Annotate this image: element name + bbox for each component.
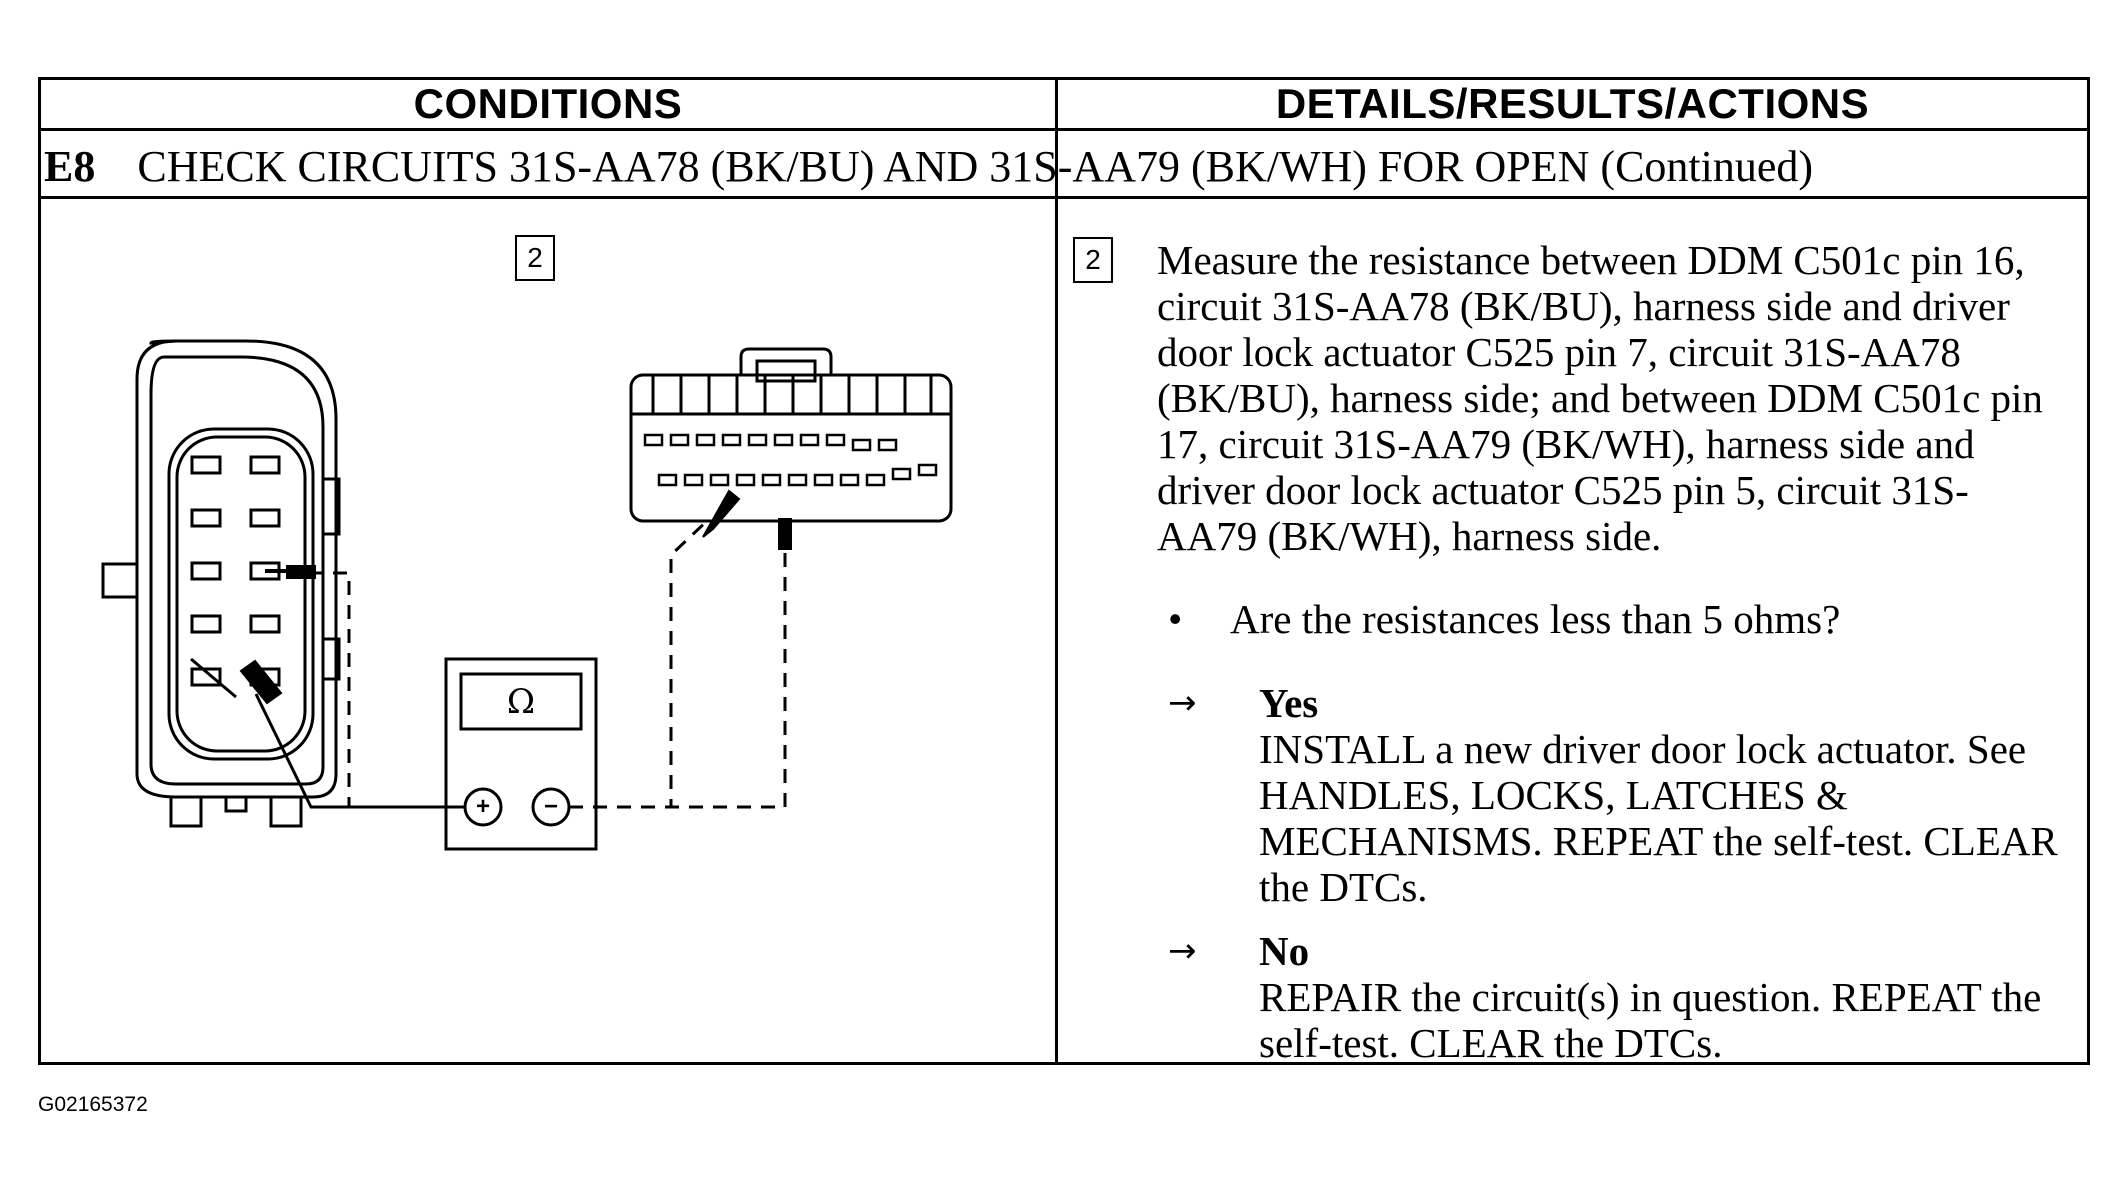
question-text: Are the resistances less than 5 ohms?: [1230, 596, 1841, 642]
arrow-right-icon: →: [1168, 683, 1197, 723]
conditions-header: CONDITIONS: [413, 80, 683, 127]
step-title-row: E8 CHECK CIRCUITS 31S-AA78 (BK/BU) AND 3…: [44, 136, 1813, 196]
arrow-right-icon: →: [1168, 931, 1197, 971]
result-yes-text: INSTALL a new driver door lock actuator.…: [1259, 726, 2058, 910]
positive-terminal-label: +: [475, 793, 490, 820]
actuator-connector-c525: [101, 339, 341, 828]
ddm-pins: [643, 433, 938, 487]
ohmmeter: [444, 657, 598, 851]
result-yes-title: Yes: [1259, 680, 1319, 726]
header-divider: [38, 128, 2090, 131]
measurement-instruction: Measure the resistance between DDM C501c…: [1157, 237, 2043, 559]
figure-id: G02165372: [38, 1093, 148, 1116]
negative-terminal-label: −: [543, 793, 558, 820]
step-id: E8: [44, 141, 96, 191]
diagram-step-badge: 2: [515, 235, 555, 281]
result-no: → No REPAIR the circuit(s) in question. …: [1168, 928, 2079, 1066]
probe-tips: [239, 489, 792, 705]
details-header: DETAILS/RESULTS/ACTIONS: [1275, 80, 1870, 127]
test-question: • Are the resistances less than 5 ohms?: [1168, 596, 1840, 642]
details-step-badge: 2: [1073, 237, 1113, 283]
bullet: •: [1168, 596, 1183, 642]
result-yes: → Yes INSTALL a new driver door lock act…: [1168, 680, 2079, 910]
column-divider: [1055, 77, 1058, 1065]
result-no-title: No: [1259, 928, 1310, 974]
ohm-symbol: Ω: [506, 681, 536, 722]
procedure-table: [38, 77, 2090, 1065]
diagram-drawing: [101, 339, 953, 851]
test-diagram: 2: [41, 199, 1055, 1062]
result-no-text: REPAIR the circuit(s) in question. REPEA…: [1259, 974, 2042, 1066]
step-title: CHECK CIRCUITS 31S-AA78 (BK/BU) AND 31S-…: [137, 141, 1814, 191]
step-title-divider: [38, 196, 2090, 199]
